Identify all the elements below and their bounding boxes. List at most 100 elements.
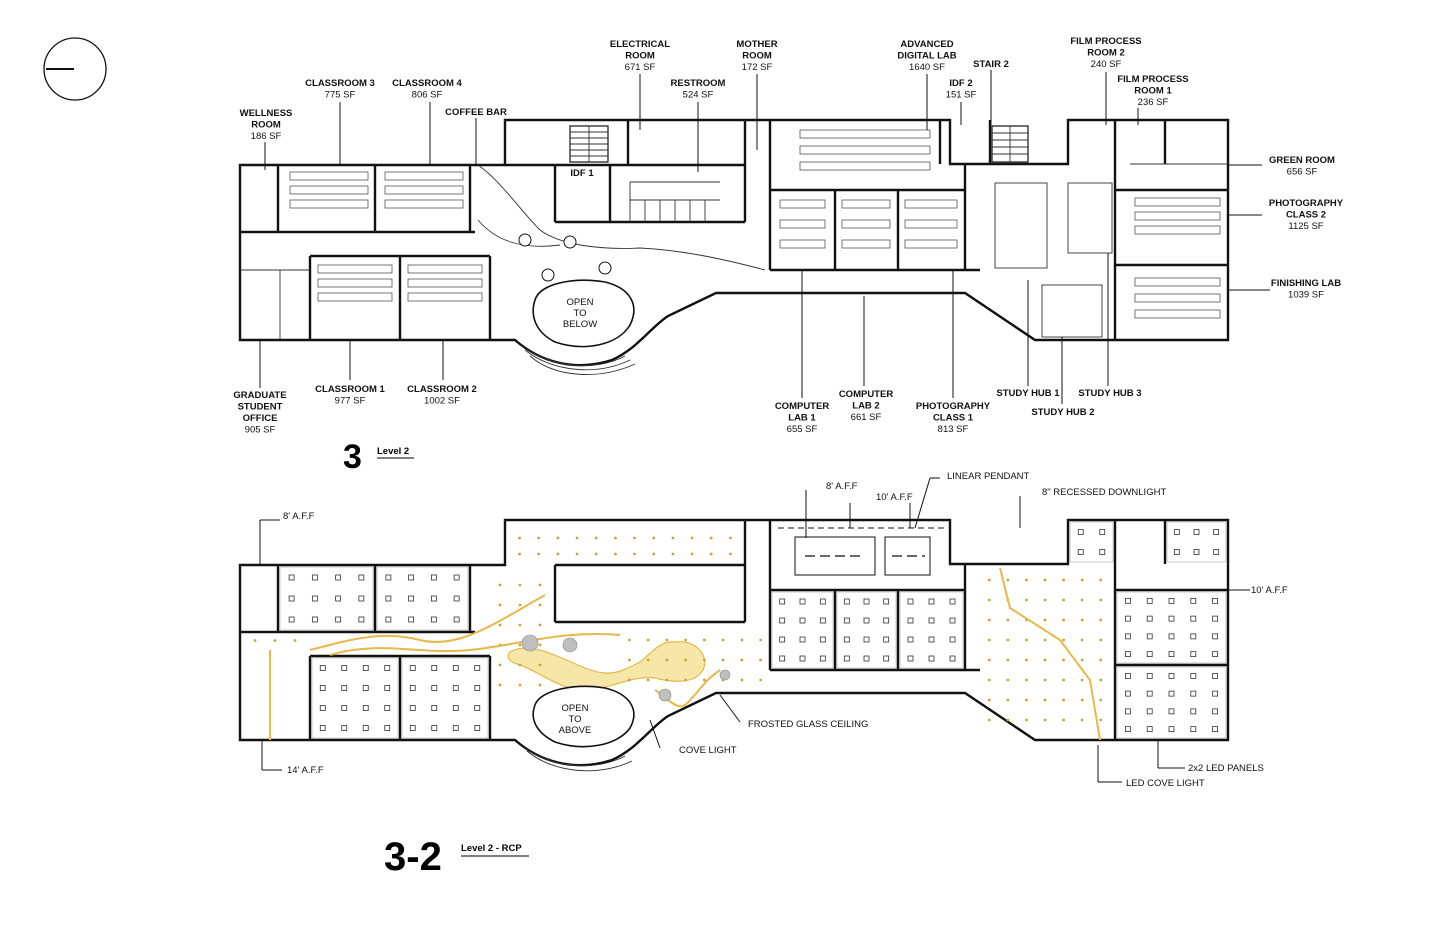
led-panel-icon [431,705,438,711]
led-panel-icon [288,616,295,623]
downlight-icon [498,683,502,687]
led-panel-icon [408,616,415,623]
room-name-line: FINISHING LAB [1271,278,1341,289]
room-area: 671 SF [625,62,656,73]
downlight-icon [1080,658,1084,662]
led-panel-icon [474,685,481,691]
lounge-columns [518,233,612,282]
downlight-icon [293,639,297,642]
led-panel-icon [1099,529,1106,535]
led-panel-icon [431,725,438,731]
led-panel-icon [385,616,392,623]
room-name-line: ELECTRICAL [610,39,670,50]
downlight-icon [684,638,688,642]
downlight-icon [1080,678,1084,682]
led-panel-icon [408,595,415,602]
note-aff-8-left: 8' A.F.F [283,511,315,522]
downlight-icon [1006,638,1010,642]
rcp-view-title: 3-2 Level 2 - RCP [384,835,529,879]
room-name-line: DIGITAL LAB [897,51,956,62]
led-panel-icon [819,617,826,624]
downlight-icon [1080,718,1084,722]
led-panel-icon [1146,708,1153,715]
led-panel-icon [409,685,416,691]
led-panel-icon [384,725,391,731]
led-panel-icon [1212,633,1218,640]
led-panel-icon [799,598,806,605]
downlight-icon [1062,638,1065,642]
downlight-icon [646,678,650,682]
led-panel-icon [430,616,437,623]
room-area: 656 SF [1287,167,1318,178]
led-panel-icon [1146,615,1153,622]
downlight-icon [538,643,542,647]
downlight-icon [498,583,502,587]
led-panel-icon [358,595,365,602]
rcp-exterior-wall [238,518,1230,767]
led-panel-icon [907,617,914,624]
downlight-icon [721,658,725,662]
downlight-icon [1080,598,1084,602]
led-panel-icon [907,655,914,662]
room-area: 240 SF [1091,59,1122,70]
ceiling-grid [279,521,1227,739]
led-panel-icon [384,705,391,711]
downlight-icon [498,603,502,607]
room-name-line: ROOM 1 [1134,86,1172,97]
led-panel-icon [1168,726,1175,733]
linear-pendant-icon [778,527,945,576]
led-panel-icon [843,598,850,605]
led-panel-icon [928,655,935,662]
downlight-icon [594,536,598,540]
downlight-icon [665,638,669,642]
downlight-icon [627,658,631,662]
downlight-icon [498,663,502,667]
rcp-view-title-text: Level 2 - RCP [461,843,522,854]
led-panel-icon [779,617,786,624]
downlight-icon [671,536,675,540]
led-panel-icon [1099,549,1106,555]
led-panel-icon [1190,633,1197,640]
led-panel-icon [341,685,348,691]
downlight-icon [518,643,522,647]
room-label-study-hub-2: STUDY HUB 2 [1031,407,1094,418]
led-panel-icon [1125,708,1131,715]
downlight-icon [759,658,763,662]
downlight-icon [987,578,991,582]
downlight-icon [740,678,744,682]
led-panel-icon [319,725,326,731]
led-panel-icon [341,725,348,731]
downlight-icon [684,658,688,662]
downlight-icon [627,678,631,682]
led-panel-icon [779,655,786,662]
led-panel-icon [409,725,416,731]
room-name-line: ROOM [742,51,772,62]
led-panel-icon [883,636,890,643]
downlight-icon [633,536,636,540]
downlight-icon [702,638,706,642]
downlight-icon [1025,638,1028,642]
led-panel-icon [408,574,415,581]
downlight-icon [1099,658,1103,662]
note-linear-pendant: LINEAR PENDANT [947,471,1030,482]
room-name-line: GREEN ROOM [1269,155,1335,166]
downlight-icon [1043,658,1047,662]
downlight-icon [538,663,542,667]
downlight-icon [1099,618,1103,622]
downlight-icon [538,583,542,587]
led-panel-icon [1212,690,1218,697]
led-panel-icon [1146,726,1153,733]
led-panel-icon [362,705,369,711]
led-panel-icon [1077,549,1084,555]
led-panel-icon [1146,672,1153,679]
led-panel-icon [1146,633,1153,640]
downlight-icon [709,552,713,556]
downlight-icon [1099,678,1103,682]
room-name-line: FILM PROCESS [1070,36,1141,47]
room-area: 775 SF [325,90,356,101]
